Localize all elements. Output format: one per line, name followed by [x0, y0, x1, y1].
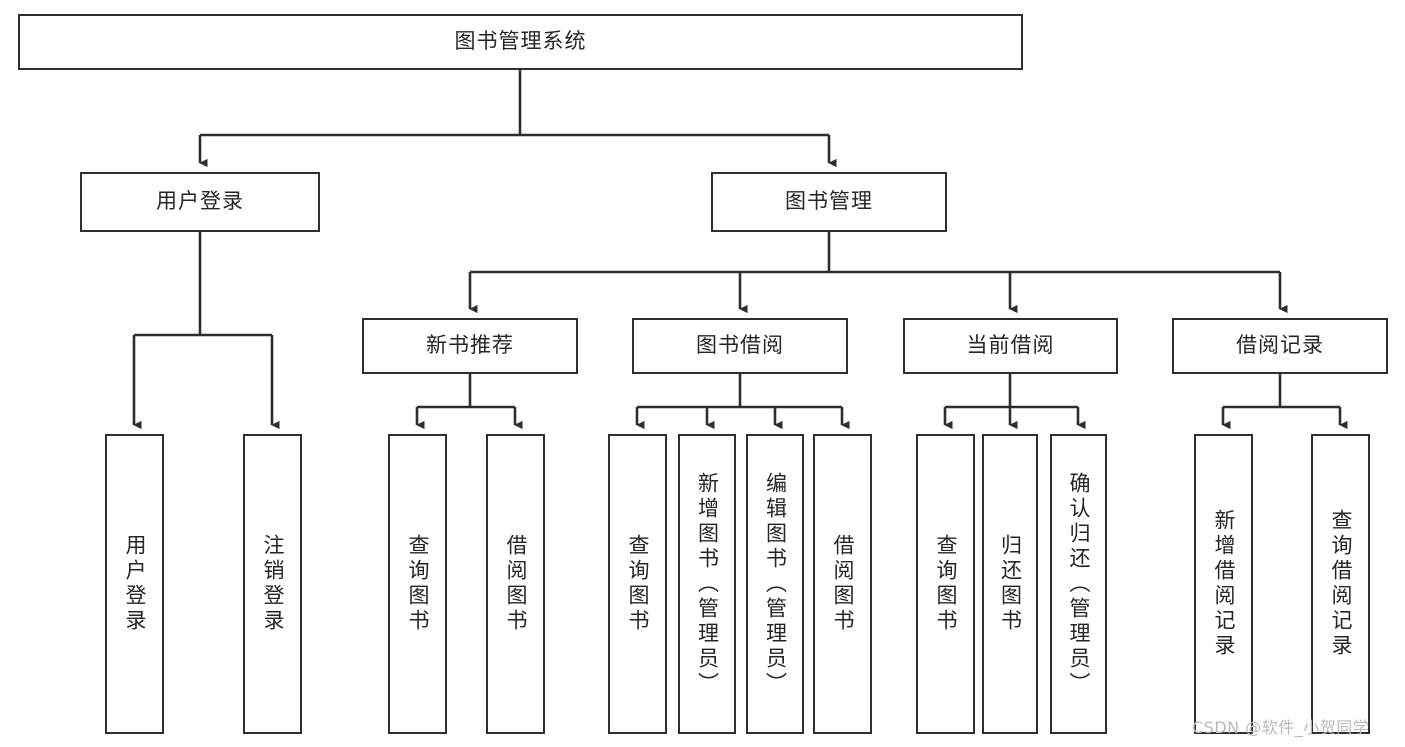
node-leaf-2[interactable]: 查询图书 — [388, 434, 447, 734]
node-leaf-3[interactable]: 借阅图书 — [486, 434, 545, 734]
node-label: 归还图书 — [998, 534, 1023, 634]
node-label: 确认归还（管理员） — [1067, 471, 1091, 697]
node-label: 查询借阅记录 — [1329, 509, 1353, 659]
node-label: 新书推荐 — [426, 333, 514, 358]
node-label: 图书管理系统 — [454, 29, 587, 54]
node-root-system[interactable]: 图书管理系统 — [18, 14, 1023, 70]
node-level1-1[interactable]: 图书管理 — [711, 172, 947, 232]
node-level2-3[interactable]: 借阅记录 — [1172, 318, 1388, 374]
node-leaf-5[interactable]: 新增图书（管理员） — [678, 434, 736, 734]
node-label: 用户登录 — [123, 534, 147, 634]
node-label: 查询图书 — [934, 534, 958, 634]
node-label: 图书借阅 — [696, 333, 784, 358]
node-level2-0[interactable]: 新书推荐 — [362, 318, 578, 374]
node-leaf-1[interactable]: 注销登录 — [243, 434, 302, 734]
node-level2-2[interactable]: 当前借阅 — [903, 318, 1118, 374]
node-label: 新增借阅记录 — [1212, 509, 1236, 659]
node-label: 借阅记录 — [1236, 333, 1324, 358]
node-leaf-11[interactable]: 新增借阅记录 — [1194, 434, 1253, 734]
node-leaf-6[interactable]: 编辑图书（管理员） — [746, 434, 804, 734]
node-leaf-9[interactable]: 归还图书 — [982, 434, 1038, 734]
node-label: 用户登录 — [156, 189, 244, 214]
node-leaf-0[interactable]: 用户登录 — [105, 434, 164, 734]
node-label: 查询图书 — [626, 534, 650, 634]
node-label: 当前借阅 — [966, 333, 1055, 358]
node-leaf-8[interactable]: 查询图书 — [916, 434, 975, 734]
node-label: 借阅图书 — [504, 534, 528, 634]
node-leaf-10[interactable]: 确认归还（管理员） — [1050, 434, 1107, 734]
node-level2-1[interactable]: 图书借阅 — [632, 318, 848, 374]
node-label: 查询图书 — [406, 534, 430, 634]
node-label: 借阅图书 — [831, 534, 855, 634]
node-leaf-4[interactable]: 查询图书 — [608, 434, 667, 734]
node-level1-0[interactable]: 用户登录 — [80, 172, 320, 232]
node-label: 图书管理 — [785, 189, 873, 214]
node-label: 编辑图书（管理员） — [763, 471, 788, 697]
node-label: 注销登录 — [261, 534, 285, 634]
node-leaf-12[interactable]: 查询借阅记录 — [1311, 434, 1370, 734]
node-label: 新增图书（管理员） — [695, 471, 720, 697]
node-leaf-7[interactable]: 借阅图书 — [813, 434, 872, 734]
